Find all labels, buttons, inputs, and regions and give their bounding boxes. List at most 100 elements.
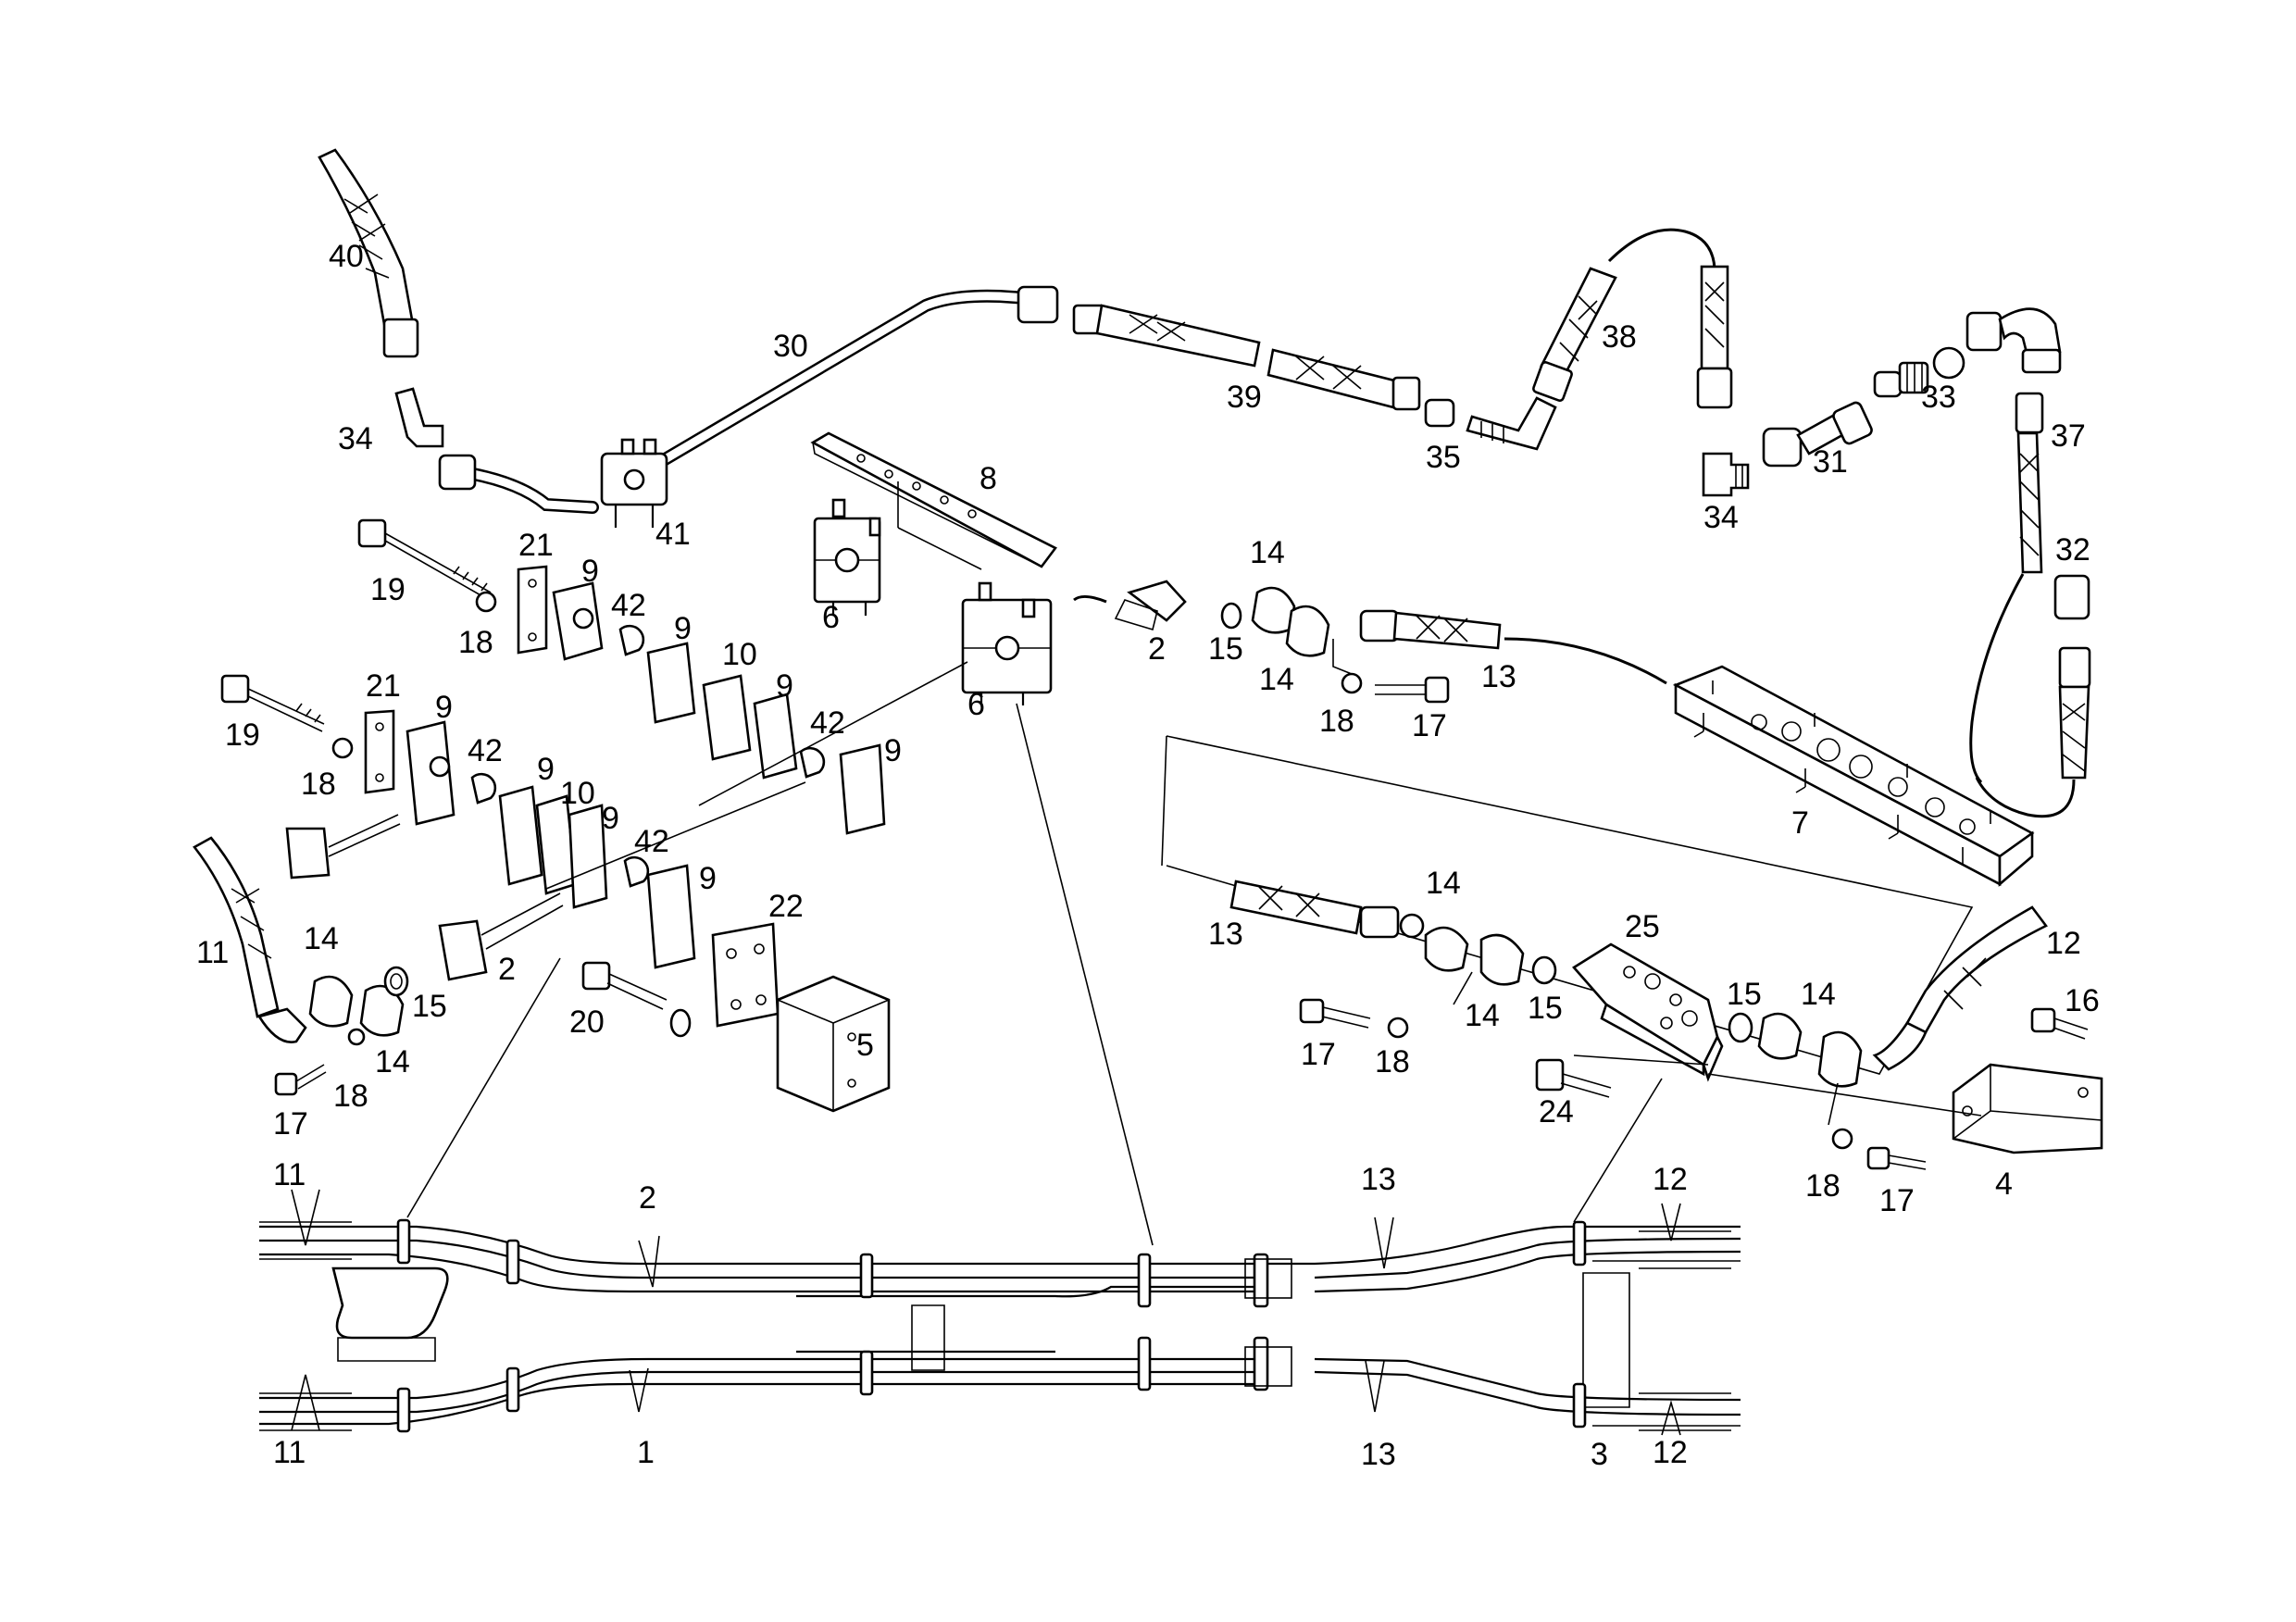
label-14-far: 14 [1801, 977, 1836, 1012]
dimension-marks [291, 1189, 1681, 1436]
clamp-22-5 [711, 922, 891, 1113]
label-14-right-a: 14 [1426, 866, 1461, 901]
label-31: 31 [1813, 444, 1848, 480]
label-11-chassis-top: 11 [273, 1157, 306, 1192]
fitting-34-right [1702, 452, 1750, 497]
label-37: 37 [2051, 418, 2086, 454]
hose-13-mid [1359, 609, 1667, 685]
label-6-top: 6 [822, 600, 840, 635]
flange-halves-14-left [308, 975, 405, 1046]
fitting-32 [1969, 573, 2091, 818]
label-33: 33 [1921, 380, 1956, 415]
label-6-mid: 6 [967, 687, 985, 722]
label-39: 39 [1227, 380, 1262, 415]
flange-halves-14-right [1424, 926, 1525, 1005]
label-32: 32 [2055, 532, 2090, 568]
label-13-chassis-bottom: 13 [1361, 1437, 1396, 1472]
pipe-1-chassis [259, 1350, 1741, 1427]
label-2-chassis: 2 [639, 1180, 656, 1216]
label-14-right-b: 14 [1465, 998, 1500, 1033]
manifold-7 [1672, 665, 2035, 887]
bolt-17-left [274, 1064, 327, 1096]
pipe-2-chassis [259, 1225, 1741, 1298]
label-9-f: 9 [602, 801, 619, 836]
clamp-block-6-mid [961, 581, 1053, 705]
clamp-41 [600, 438, 668, 528]
label-42-c: 42 [810, 705, 845, 741]
flange-halves-14-mid [1251, 586, 1363, 694]
label-42-b: 42 [468, 733, 503, 768]
label-19-lower: 19 [225, 717, 260, 753]
hose-11 [193, 836, 307, 1043]
label-25: 25 [1625, 909, 1660, 944]
plate-8 [810, 431, 1057, 570]
elbow-34-left [394, 387, 444, 448]
label-16: 16 [2065, 983, 2100, 1018]
label-20: 20 [569, 1004, 605, 1040]
chassis-frame [331, 1266, 1630, 1408]
oring-15-right [1531, 955, 1557, 985]
bolt-17-mid [1375, 676, 1450, 704]
hose-39 [1072, 304, 1421, 411]
leader-lines [406, 661, 1663, 1246]
label-4: 4 [1995, 1167, 2013, 1202]
label-34-right: 34 [1703, 500, 1739, 535]
label-11-top: 11 [196, 935, 229, 970]
chassis-clips [396, 1218, 1587, 1433]
label-15-far: 15 [1727, 977, 1762, 1012]
label-21-top: 21 [518, 528, 554, 563]
label-2-mid: 2 [1148, 631, 1166, 667]
label-14-left-a: 14 [304, 921, 339, 956]
label-9-g: 9 [884, 733, 902, 768]
label-18-far: 18 [1805, 1168, 1841, 1204]
label-15-left: 15 [412, 989, 447, 1024]
bolt-17-far [1866, 1146, 1927, 1170]
label-10-a: 10 [722, 637, 757, 672]
label-15-right: 15 [1528, 991, 1563, 1026]
label-14-mid-b: 14 [1259, 662, 1294, 697]
hose-38 [1532, 228, 1733, 409]
flange-2-mid [1073, 580, 1187, 631]
label-18-mid: 18 [1319, 704, 1354, 739]
bolt-19-top [357, 518, 497, 613]
label-1: 1 [637, 1435, 655, 1470]
elbow-35 [1424, 396, 1557, 451]
label-19-top: 19 [370, 572, 406, 607]
label-12-chassis-top: 12 [1653, 1162, 1688, 1197]
label-21-lower: 21 [366, 668, 401, 704]
label-17-right: 17 [1301, 1037, 1336, 1072]
hose-12-right [1872, 905, 2048, 1071]
label-5: 5 [856, 1028, 874, 1063]
oring-15-mid [1220, 602, 1242, 630]
label-18-top: 18 [458, 625, 493, 660]
bolt-17-right-mid [1299, 998, 1409, 1039]
label-9-e: 9 [537, 752, 555, 787]
label-9-a: 9 [581, 554, 599, 589]
bolt-16-and-block-4 [1952, 1007, 2103, 1154]
label-24: 24 [1539, 1094, 1574, 1129]
label-9-d: 9 [435, 690, 453, 725]
oring-15-far [1728, 1012, 1753, 1043]
label-13-mid: 13 [1481, 659, 1516, 694]
label-14-left-b: 14 [375, 1044, 410, 1079]
hose-40 [318, 148, 419, 358]
bolt-24 [1535, 1058, 1612, 1098]
label-30: 30 [773, 329, 808, 364]
label-9-c: 9 [776, 668, 793, 704]
label-13-right: 13 [1208, 917, 1243, 952]
label-17-far: 17 [1879, 1183, 1915, 1218]
pipe-end-stubs [259, 1221, 1731, 1431]
label-7: 7 [1791, 805, 1809, 841]
label-12-chassis-bottom: 12 [1653, 1435, 1688, 1470]
hose-13-right [1229, 880, 1425, 939]
label-22: 22 [768, 889, 804, 924]
leader-lines-connector [1573, 1054, 1982, 1117]
label-9-b: 9 [674, 611, 692, 646]
pipe-30 [438, 285, 1059, 514]
adapter-33 [1873, 346, 1965, 398]
label-40: 40 [329, 239, 364, 274]
label-18-left: 18 [333, 1079, 368, 1114]
bolt-20 [581, 961, 692, 1038]
flange-halves-14-far [1757, 1012, 1863, 1150]
